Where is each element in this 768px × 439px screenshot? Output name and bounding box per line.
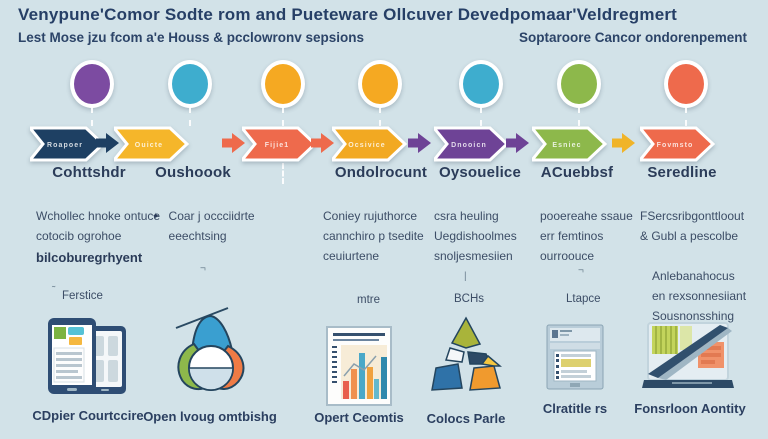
step-label-4: Ondolrocunt xyxy=(334,164,428,181)
icon-caption-1: CDpier Courtccire xyxy=(32,408,144,423)
connector-arrow-icon xyxy=(408,132,432,154)
step-circle-5 xyxy=(459,60,503,108)
mid-label-ferstice: Ferstice xyxy=(62,290,103,302)
mid-label-bchs: BCHs xyxy=(454,293,485,305)
step-circle-3 xyxy=(261,60,305,108)
icon-caption-4: Colocs Parle xyxy=(426,411,506,426)
arrow-text: Roapoer xyxy=(47,142,83,149)
right-note: Anlebanahocus en rexsonnesiiant Sousnons… xyxy=(652,266,746,326)
step-label-6: ACuebbsf xyxy=(540,164,614,181)
arrow-text: Dnooicn xyxy=(451,142,487,149)
page-title: Venypune'Comor Sodte rom and Pueteware O… xyxy=(18,5,678,24)
dashed-connector-line xyxy=(91,107,93,126)
desc-line: & Gubl a pescolbe xyxy=(640,229,739,243)
step-circle-7 xyxy=(664,60,708,108)
monitor-workstation-icon xyxy=(642,322,734,399)
note-line: Anlebanahocus xyxy=(652,269,735,283)
triangle-segments-icon xyxy=(430,316,503,399)
dashed-connector-line xyxy=(379,107,381,126)
mid-label-mtre: mtre xyxy=(357,294,380,306)
desc-line: csra heuling xyxy=(434,209,499,223)
connector-arrow-icon xyxy=(96,132,120,154)
stray-tick-mark: | xyxy=(464,271,467,282)
subtitle-right: Soptaroore Cancor ondorenpement xyxy=(518,30,747,45)
step-label-1: Cohttshdr xyxy=(52,164,126,181)
step-circle-6 xyxy=(557,60,601,108)
arrow-text: Esniec xyxy=(552,142,581,149)
subtitle-left: Lest Mose jzu fcom a'e Houss & pcclowron… xyxy=(18,30,365,45)
chart-document-icon xyxy=(326,326,392,411)
dashed-connector-line xyxy=(282,163,284,184)
circular-logo-icon xyxy=(172,304,250,405)
process-arrow-5: Dnooicn xyxy=(430,126,510,162)
arrow-text: Ouicte xyxy=(135,142,163,149)
mobile-devices-icon xyxy=(46,316,130,403)
process-arrow-1: Roapoer xyxy=(26,126,106,162)
arrow-text: Fovmsto xyxy=(657,142,694,149)
desc-line: snoljesmesiien xyxy=(434,249,513,263)
step-circle-4 xyxy=(358,60,402,108)
description-col-3: Coniey rujuthorce cannchiro p tsedite ce… xyxy=(323,206,424,266)
connector-arrow-icon xyxy=(506,132,530,154)
desc-line: ceuiurtene xyxy=(323,249,380,263)
arrow-text: Ocsivice xyxy=(348,142,386,149)
description-col-2: ✦ Coar j occciidrte eeechtsing xyxy=(152,206,255,246)
dashed-connector-line xyxy=(189,107,191,126)
connector-arrow-icon xyxy=(311,132,335,154)
desc-line: FSercsribgonttloout xyxy=(640,209,745,223)
connector-arrow-icon xyxy=(222,132,246,154)
process-arrow-2: Ouicte xyxy=(110,126,190,162)
dashed-connector-line xyxy=(685,107,687,126)
desc-line: Wchollec hnoke ontuce xyxy=(36,209,161,223)
desc-line: Coar j occciidrte xyxy=(168,209,255,223)
note-line: Sousnonsshing xyxy=(652,309,735,323)
process-arrow-6: Esniec xyxy=(528,126,608,162)
dashed-connector-line xyxy=(578,107,580,126)
icon-caption-6: Fonsrloon Aontity xyxy=(634,401,746,416)
list-window-icon xyxy=(546,324,604,395)
mid-label-ltapce: Ltapce xyxy=(566,293,601,305)
icon-caption-5: Clratitle rs xyxy=(542,401,608,416)
connector-arrow-icon xyxy=(612,132,636,154)
desc-line: Uegdishoolmes xyxy=(434,229,517,243)
step-label-5: Oysouelice xyxy=(438,164,522,181)
stray-corner-mark: ¬ xyxy=(200,263,206,274)
description-col-4: csra heuling Uegdishoolmes snoljesmesiie… xyxy=(434,206,517,266)
process-arrow-3: Fijie1 xyxy=(238,126,318,162)
note-line: en rexsonnesiiant xyxy=(652,289,747,303)
step-circle-1 xyxy=(70,60,114,108)
step-label-2: Oushoook xyxy=(155,164,231,181)
desc-line: err femtinos xyxy=(540,229,604,243)
dashed-connector-line xyxy=(480,107,482,126)
desc-line: Coniey rujuthorce xyxy=(323,209,418,223)
process-arrow-7: Fovmsto xyxy=(636,126,716,162)
stray-corner-mark: ¬ xyxy=(578,265,584,276)
diamond-bullet-icon: ✦ xyxy=(152,211,160,221)
desc-line: eeechtsing xyxy=(168,229,227,243)
icon-caption-2: Open lvoug omtbishg xyxy=(143,409,277,424)
description-col-5: pooereahe ssaue err femtinos ourroouce xyxy=(540,206,633,266)
desc-line: cannchiro p tsedite xyxy=(323,229,424,243)
dashed-connector-line xyxy=(282,107,284,126)
desc-line: cotocib ogrohoe xyxy=(36,229,122,243)
desc-line: pooereahe ssaue xyxy=(540,209,633,223)
step-label-7: Seredline xyxy=(647,164,717,181)
arrow-text: Fijie1 xyxy=(265,142,290,149)
process-arrow-4: Ocsivice xyxy=(328,126,408,162)
desc-line: ourroouce xyxy=(540,249,595,263)
icon-caption-3: Opert Ceomtis xyxy=(314,410,404,425)
stray-tilde-mark: ˜ xyxy=(52,285,56,296)
desc-bold-line: bilcoburegrhyent xyxy=(36,250,143,265)
description-col-6: FSercsribgonttloout & Gubl a pescolbe xyxy=(640,206,744,246)
description-col-1: Wchollec hnoke ontuce cotocib ogrohoe bi… xyxy=(36,206,160,268)
step-circle-2 xyxy=(168,60,212,108)
